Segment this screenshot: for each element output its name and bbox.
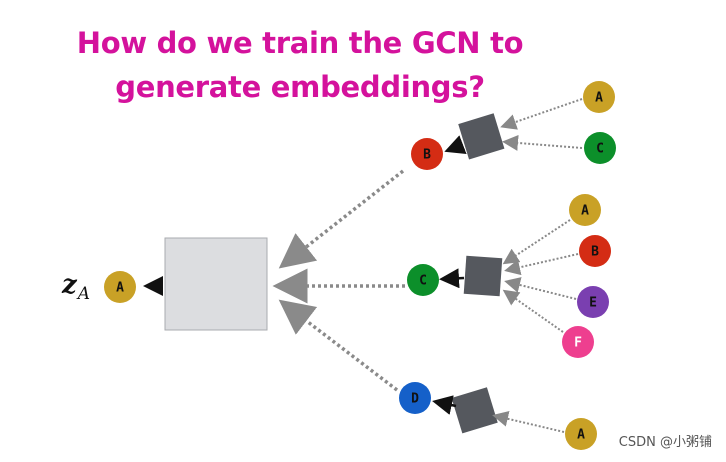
svg-text:C: C — [419, 274, 427, 289]
edge-agg-to-c — [439, 268, 465, 289]
edge-hop2-e-to-agg-c — [504, 277, 577, 300]
edge-b-to-center — [278, 169, 405, 269]
aggregator-box-b — [458, 113, 505, 160]
svg-text:A: A — [581, 204, 589, 219]
edge-d-to-center — [278, 299, 399, 392]
edge-agg-to-b — [444, 135, 467, 154]
edge-hop2-f-to-agg-c — [502, 289, 564, 333]
title-line-2: generate embeddings? — [115, 70, 485, 104]
node-hop2-c-a: A — [569, 194, 601, 226]
svg-text:A: A — [116, 281, 124, 296]
edge-hop2-c-to-agg-b — [502, 134, 583, 151]
node-hop1-c: C — [407, 264, 439, 296]
svg-text:F: F — [574, 336, 582, 351]
embedding-symbol: z — [62, 270, 77, 300]
node-hop2-c-b: B — [579, 235, 611, 267]
node-hop1-d: D — [399, 382, 431, 414]
edge-hop2-a-to-agg-b — [500, 98, 583, 130]
embedding-subscript: A — [77, 284, 91, 305]
svg-text:B: B — [423, 148, 431, 163]
edge-hop2-a-to-agg-c — [502, 219, 571, 265]
svg-text:B: B — [591, 245, 599, 260]
edge-agg-to-d — [432, 395, 457, 415]
node-hop2-b-a: A — [583, 81, 615, 113]
node-hop1-b: B — [411, 138, 443, 170]
embedding-label-z-a: zA — [62, 270, 90, 304]
aggregator-box-d — [451, 387, 498, 434]
title-line-1: How do we train the GCN to — [76, 26, 524, 60]
node-hop2-c-f: F — [562, 326, 594, 358]
node-hop2-d-a: A — [565, 418, 597, 450]
edge-hop2-a-to-agg-d — [492, 410, 565, 433]
edge-hop2-b-to-agg-c — [504, 253, 579, 276]
svg-text:A: A — [577, 428, 585, 443]
node-hop2-b-c: C — [584, 132, 616, 164]
svg-text:C: C — [596, 142, 604, 157]
center-aggregator-box — [164, 237, 268, 331]
aggregator-box-c — [463, 255, 503, 297]
node-target-a: A — [104, 271, 136, 303]
watermark: CSDN @小粥铺 — [618, 435, 712, 450]
node-hop2-c-e: E — [577, 286, 609, 318]
svg-text:E: E — [589, 296, 597, 311]
svg-text:D: D — [411, 392, 419, 407]
svg-text:A: A — [595, 91, 603, 106]
